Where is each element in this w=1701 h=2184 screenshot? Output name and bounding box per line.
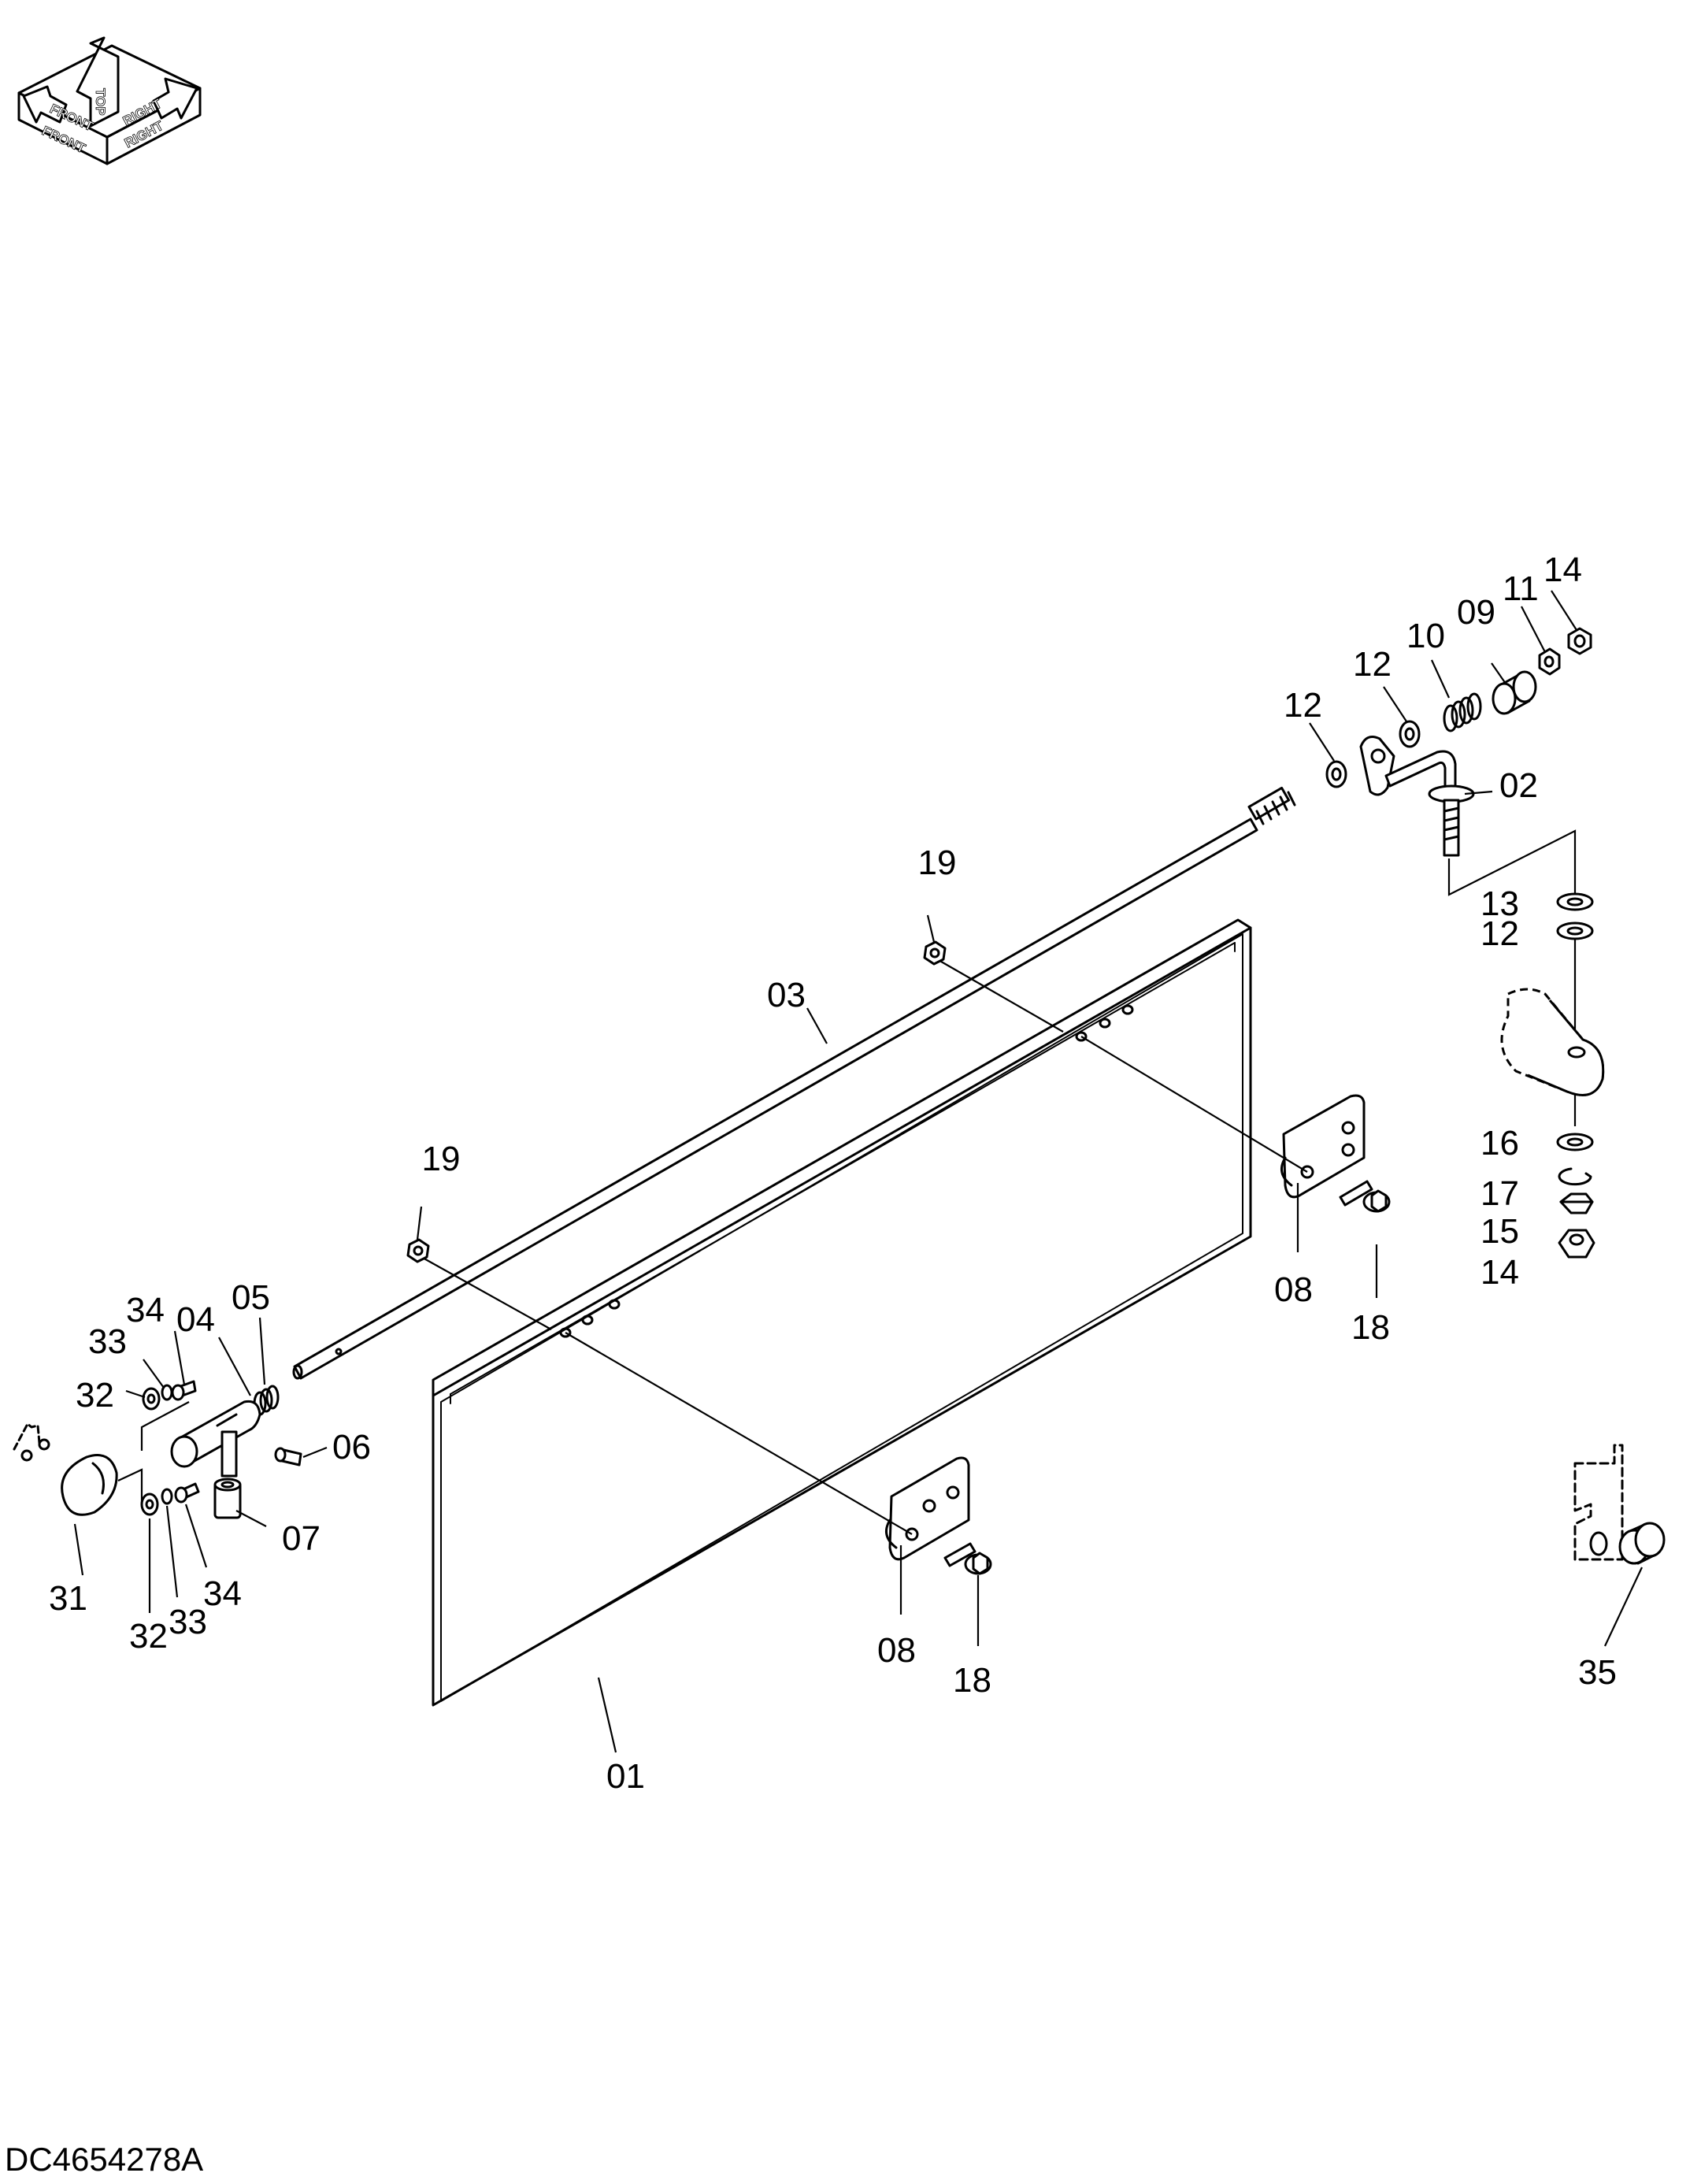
washer-part-16 [1556, 1133, 1594, 1151]
callout-15: 15 [1480, 1212, 1519, 1251]
callout-32-upper: 32 [76, 1376, 114, 1415]
callout-35: 35 [1578, 1653, 1617, 1692]
callout-08-upper: 08 [1274, 1270, 1313, 1309]
washer-part-32-upper [142, 1387, 161, 1411]
nut-part-14-a [1567, 627, 1592, 655]
callout-14-lower: 14 [1480, 1253, 1519, 1292]
assembly-line-handle-2 [117, 1468, 143, 1504]
spacer-part-35 [1573, 1444, 1666, 1565]
callout-08-lower: 08 [877, 1631, 916, 1670]
callout-34-upper: 34 [126, 1291, 165, 1329]
lockwasher-part-33-lower [161, 1488, 173, 1505]
callout-10: 10 [1406, 617, 1445, 655]
callout-04: 04 [176, 1300, 215, 1339]
callout-12-stack: 12 [1480, 914, 1519, 953]
callout-32-lower: 32 [129, 1617, 168, 1656]
callout-31: 31 [49, 1579, 87, 1618]
callout-12-upper: 12 [1353, 645, 1392, 684]
orientation-symbol: FRONT FRONT TOP RIGHT RIGHT [17, 36, 202, 165]
assembly-line-02 [1447, 829, 1577, 898]
knob-part-31 [61, 1454, 118, 1516]
callout-labels: 01 02 03 04 05 06 07 08 08 09 10 11 12 1… [49, 551, 1617, 1796]
callout-16: 16 [1480, 1124, 1519, 1162]
mounting-boss [1500, 988, 1605, 1096]
callout-33-lower: 33 [169, 1603, 207, 1641]
pin-part-06 [274, 1447, 302, 1467]
callout-02: 02 [1499, 766, 1538, 805]
lockwasher-part-17 [1558, 1167, 1592, 1186]
handle-part-04 [170, 1400, 261, 1478]
assembly-line-nut-19-a [936, 959, 1064, 1033]
leader-lines [73, 590, 1643, 1753]
spring-part-10 [1443, 692, 1482, 732]
assembly-line-hinge-lower [565, 1332, 913, 1535]
nut-part-15 [1559, 1192, 1594, 1214]
callout-33-upper: 33 [88, 1322, 127, 1361]
callout-12-lower: 12 [1284, 686, 1322, 725]
hinge-part-08-upper [1280, 1094, 1366, 1199]
bracket-small-left [13, 1422, 50, 1462]
callout-06: 06 [332, 1428, 371, 1467]
callout-18-lower: 18 [953, 1661, 991, 1700]
nut-part-14-b [1558, 1229, 1595, 1259]
callout-18-upper: 18 [1351, 1308, 1390, 1347]
washer-part-12-c [1556, 921, 1594, 940]
collar-part-07 [213, 1478, 242, 1519]
nut-part-19-lower [406, 1238, 430, 1263]
washer-part-12-b [1399, 720, 1421, 748]
assembly-line-handle [140, 1401, 190, 1451]
assembly-line-nut-19-b [421, 1256, 552, 1330]
washer-part-32-lower [140, 1492, 159, 1516]
panel-part-01 [432, 918, 1252, 1707]
hinge-part-08-lower [885, 1456, 970, 1561]
nut-part-19-upper [923, 940, 947, 966]
screw-part-34-lower [174, 1482, 200, 1504]
callout-09: 09 [1457, 593, 1495, 632]
screw-part-34-upper [171, 1380, 197, 1401]
drawing-number: DC4654278A [5, 2141, 203, 2178]
lever-part-02 [1359, 736, 1475, 857]
bolt-part-18-lower [943, 1542, 992, 1575]
washer-part-13 [1556, 892, 1594, 911]
bushing-part-09 [1492, 670, 1537, 715]
callout-17: 17 [1480, 1174, 1519, 1213]
callout-34-lower: 34 [203, 1574, 242, 1613]
callout-03: 03 [767, 976, 806, 1014]
callout-13: 13 [1480, 884, 1519, 923]
callout-19-upper: 19 [918, 844, 957, 882]
nut-part-11 [1538, 647, 1561, 676]
assembly-line-hinge-upper [1080, 1036, 1308, 1173]
callout-01: 01 [606, 1757, 645, 1796]
bolt-part-18-upper [1339, 1180, 1391, 1213]
callout-05: 05 [232, 1278, 270, 1317]
washer-part-12-a [1325, 760, 1347, 788]
rod-part-03 [292, 786, 1296, 1380]
callout-11: 11 [1503, 569, 1539, 608]
callout-14-upper: 14 [1544, 551, 1582, 589]
callout-19-lower: 19 [422, 1140, 461, 1178]
orientation-top-label: TOP [93, 88, 108, 116]
callout-07: 07 [282, 1519, 321, 1558]
